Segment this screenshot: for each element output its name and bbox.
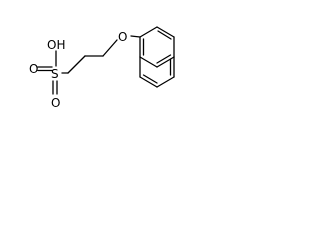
bond-c2-c3 [156, 26, 175, 38]
oxygen-bottom-label: O [51, 96, 60, 110]
double-bond-a1 [157, 30, 172, 40]
bond-o-ch2a [102, 39, 118, 57]
double-bond-a3 [156, 54, 172, 64]
bond-c4-c4a [156, 56, 175, 68]
sulfur-label: S [51, 67, 59, 81]
bond-c8-c7 [139, 76, 158, 88]
propyl-chain [61, 39, 118, 74]
bond-c7-c6 [156, 76, 175, 88]
bond-c4a-c8a [139, 56, 158, 68]
oxygen-top-label: O [29, 62, 38, 76]
bond-ch2b-ch2c [67, 55, 86, 74]
bond-c1-o [130, 35, 141, 38]
ether-oxygen-label: O [118, 30, 127, 44]
chemical-structure: O S OH O O [29, 26, 175, 110]
sulfonic-acid-group: S OH O O [29, 38, 65, 110]
hydroxyl-label: OH [47, 38, 65, 52]
bond-c1-c2 [139, 26, 158, 38]
naphthalene-ring [139, 26, 175, 88]
double-bond-b1 [142, 74, 158, 84]
